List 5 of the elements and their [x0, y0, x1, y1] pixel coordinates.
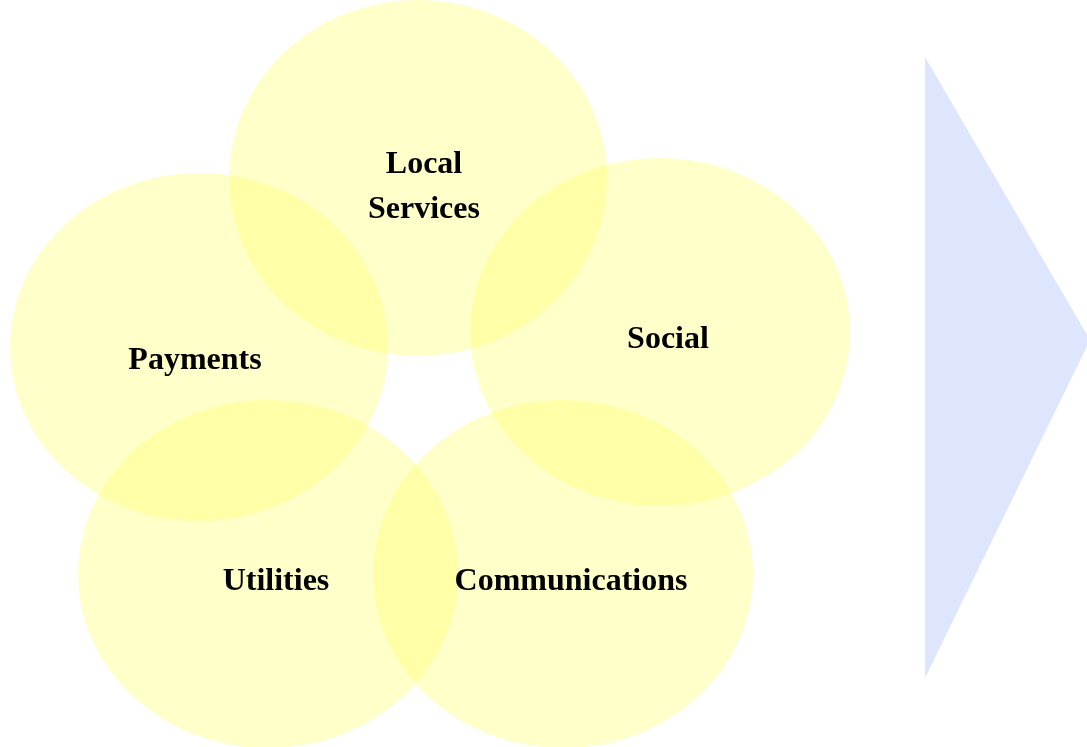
- category-label: Utilities: [221, 559, 331, 599]
- category-label: Payments: [127, 338, 263, 378]
- category-label: Local Services: [367, 143, 481, 227]
- category-label: Social: [626, 317, 710, 357]
- category-label: Communications: [453, 559, 689, 599]
